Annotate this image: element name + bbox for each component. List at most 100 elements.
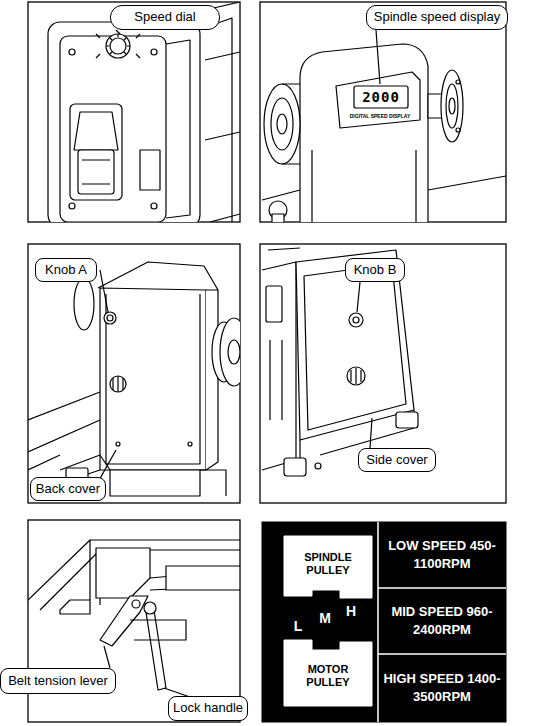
belt-position: L	[294, 618, 303, 634]
headstock-drawing	[277, 114, 287, 134]
tension-lever-drawing	[146, 610, 166, 690]
side-cover-drawing	[347, 367, 365, 385]
switch-box-drawing	[116, 30, 120, 34]
speed-chart	[284, 640, 372, 706]
label-text: Knob B	[354, 263, 397, 278]
switch-box-drawing	[198, 18, 232, 222]
switch-box-drawing	[166, 40, 190, 218]
switch-box-drawing	[69, 49, 75, 55]
side-cover-drawing	[353, 317, 359, 323]
callout-label: Belt tension lever	[0, 668, 116, 694]
side-cover-drawing	[357, 282, 360, 312]
back-cover-drawing	[74, 278, 94, 330]
headstock-drawing	[272, 214, 284, 222]
back-cover-drawing	[98, 262, 218, 290]
switch-box-drawing	[48, 2, 240, 222]
side-cover-drawing	[268, 248, 300, 250]
table-cell: MID SPEED 960-2400RPM	[381, 603, 503, 639]
pulley-shape: SPINDLE PULLEY	[290, 546, 366, 582]
switch-box-drawing	[74, 112, 118, 150]
label-text: SPINDLE PULLEY	[290, 551, 366, 576]
tension-lever-drawing	[96, 548, 150, 598]
switch-box-drawing	[140, 150, 160, 190]
switch-box-drawing	[151, 203, 157, 209]
label-text: Back cover	[36, 482, 100, 497]
switch-box-drawing	[151, 49, 157, 55]
side-cover-drawing	[304, 264, 406, 430]
back-cover-drawing	[220, 318, 240, 386]
tension-lever-drawing	[144, 602, 156, 614]
back-cover-drawing	[110, 376, 126, 392]
pulley-shape: MOTOR PULLEY	[290, 658, 366, 694]
tension-lever-drawing	[132, 600, 140, 608]
back-cover-drawing	[100, 288, 206, 470]
back-cover-drawing	[104, 312, 116, 324]
belt-position: M	[319, 610, 331, 626]
label-text: Spindle speed display	[374, 10, 500, 25]
label-text: MOTOR PULLEY	[290, 663, 366, 688]
back-cover-drawing	[106, 294, 200, 464]
speed-chart	[284, 536, 372, 598]
back-cover-drawing	[113, 376, 123, 392]
tension-lever-drawing	[166, 566, 240, 590]
switch-box-drawing	[60, 36, 166, 222]
side-cover-drawing	[396, 412, 418, 428]
switch-box-drawing	[110, 38, 126, 54]
headstock-drawing	[264, 84, 300, 164]
headstock-drawing	[336, 72, 420, 128]
back-cover-drawing	[206, 290, 218, 470]
headstock-drawing	[300, 44, 428, 222]
panel-frame	[28, 244, 240, 503]
speed-chart	[262, 522, 506, 722]
display-reading: 2000	[362, 89, 400, 105]
belt-position: H	[346, 603, 356, 619]
back-cover-drawing	[188, 442, 192, 446]
tension-lever-drawing	[60, 600, 90, 614]
switch-box-drawing	[106, 34, 130, 54]
back-cover-drawing	[116, 442, 120, 446]
side-cover-drawing	[296, 250, 414, 440]
side-cover-drawing	[266, 286, 282, 322]
headstock-drawing	[262, 176, 506, 200]
side-cover-drawing	[351, 368, 361, 384]
switch-box-drawing	[48, 22, 200, 222]
side-cover-drawing	[284, 458, 306, 476]
speed-chart	[378, 522, 506, 722]
headstock-drawing	[354, 86, 408, 108]
label-text: Belt tension lever	[8, 674, 108, 689]
label-text: Knob A	[45, 263, 87, 278]
side-cover-drawing	[262, 248, 418, 476]
back-cover-drawing	[28, 392, 100, 470]
tension-lever-drawing	[130, 620, 186, 640]
headstock-drawing	[262, 30, 506, 222]
side-cover-drawing	[262, 262, 296, 470]
back-cover-drawing	[107, 315, 113, 321]
table-cell: LOW SPEED 450-1100RPM	[381, 537, 503, 573]
headstock-drawing	[449, 98, 455, 114]
callout-label: Knob A	[35, 258, 97, 282]
table-cell: HIGH SPEED 1400-3500RPM	[381, 670, 503, 706]
label-text: Side cover	[366, 453, 427, 468]
switch-box-drawing	[78, 150, 114, 194]
label-text: Lock handle	[173, 701, 243, 716]
switch-box-drawing	[70, 104, 122, 200]
headstock-drawing	[271, 98, 293, 150]
back-cover-drawing	[100, 270, 108, 312]
headstock-drawing	[456, 80, 460, 84]
side-cover-drawing	[270, 340, 282, 420]
tension-lever-drawing	[104, 646, 110, 668]
panel-frame	[28, 2, 506, 722]
panel-frame	[260, 244, 506, 503]
switch-box-drawing	[106, 34, 130, 58]
headstock-drawing	[446, 84, 458, 128]
headstock-drawing	[376, 30, 380, 84]
switch-box-drawing	[69, 203, 75, 209]
back-cover-drawing	[28, 262, 240, 496]
headstock-drawing	[312, 150, 416, 222]
switch-box-drawing	[96, 34, 140, 58]
switch-box-drawing	[205, 2, 240, 222]
tension-lever-drawing	[100, 596, 148, 646]
switch-box-drawing	[82, 160, 110, 184]
back-cover-drawing	[110, 470, 200, 496]
